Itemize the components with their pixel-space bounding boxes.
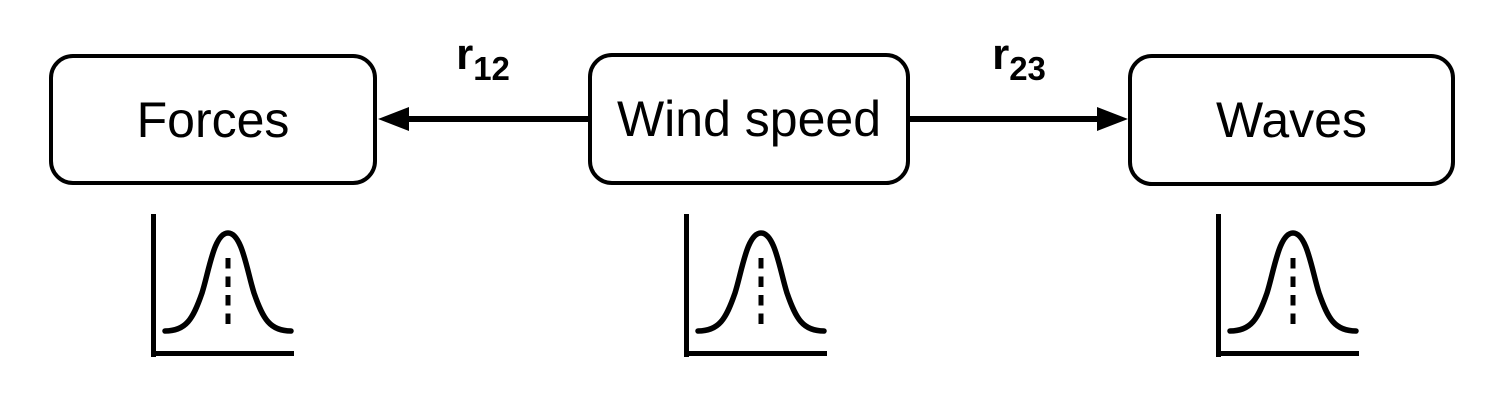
node-wind-speed: Wind speed <box>588 53 910 185</box>
node-forces: Forces <box>49 54 377 185</box>
arrow-wind-to-waves <box>908 107 1128 131</box>
normal-distribution-icon <box>151 214 294 357</box>
edge-label-r12-subscript: 12 <box>473 50 510 87</box>
node-wind-speed-label: Wind speed <box>616 91 882 147</box>
normal-distribution-icon <box>1216 214 1359 357</box>
node-waves-label: Waves <box>1216 92 1367 148</box>
node-forces-label: Forces <box>136 91 290 148</box>
edge-label-r12: r12 <box>376 30 590 88</box>
edge-label-r23-subscript: 23 <box>1009 50 1046 87</box>
arrow-wind-to-forces <box>378 107 588 131</box>
edge-label-r23-base: r <box>992 30 1010 79</box>
node-waves: Waves <box>1128 54 1455 186</box>
edge-label-r12-base: r <box>456 30 474 79</box>
normal-distribution-icon <box>684 214 827 357</box>
edge-label-r23: r23 <box>908 30 1130 88</box>
